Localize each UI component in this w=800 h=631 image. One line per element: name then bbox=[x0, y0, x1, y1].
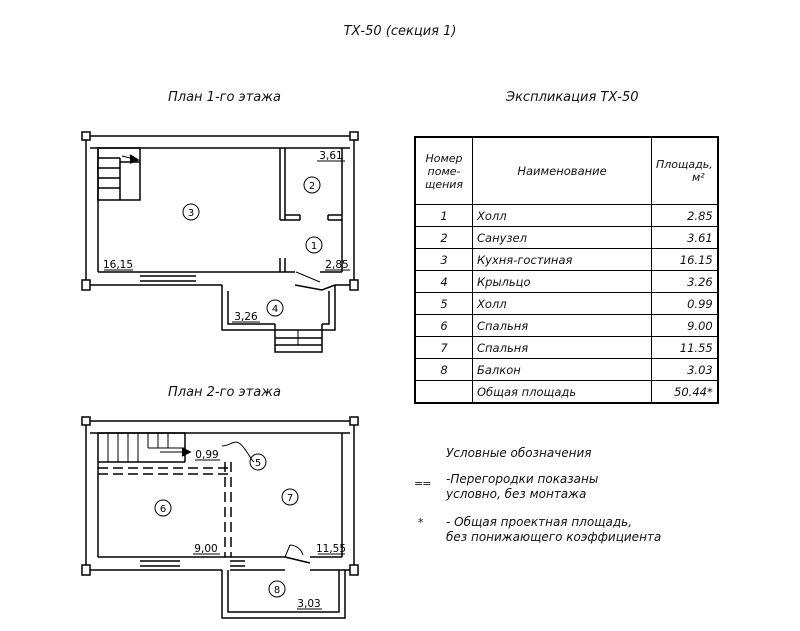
room-7-number: 7 bbox=[287, 493, 293, 504]
row-area: 9.00 bbox=[650, 314, 719, 337]
total-area: 50.44* bbox=[650, 380, 719, 404]
legend-asterisk-symbol: * bbox=[418, 516, 424, 529]
row-num: 1 bbox=[414, 204, 473, 227]
row-name: Спальня bbox=[472, 336, 652, 359]
header-name: Наименование bbox=[472, 136, 652, 205]
plan2-walls bbox=[81, 416, 359, 619]
row-area: 2.85 bbox=[650, 204, 719, 227]
room-2-area: 3,61 bbox=[319, 150, 342, 162]
room-4-circle bbox=[266, 299, 284, 317]
row-num: 2 bbox=[414, 226, 473, 249]
room-2-circle bbox=[303, 176, 321, 194]
room-5-circle bbox=[249, 453, 267, 471]
row-num: 6 bbox=[414, 314, 473, 337]
page-title: ТХ-50 (секция 1) bbox=[343, 24, 457, 39]
row-area: 3.61 bbox=[650, 226, 719, 249]
row-name: Кухня-гостиная bbox=[472, 248, 652, 271]
room-8-number: 8 bbox=[274, 585, 280, 596]
legend-asterisk-text: - Общая проектная площадь, без понижающе… bbox=[446, 515, 662, 544]
plan1-walls bbox=[81, 131, 359, 353]
row-name: Санузел bbox=[472, 226, 652, 249]
row-name: Спальня bbox=[472, 314, 652, 337]
total-label: Общая площадь bbox=[472, 380, 652, 404]
room-3-circle bbox=[182, 203, 200, 221]
room-1-circle bbox=[305, 236, 323, 254]
row-num: 3 bbox=[414, 248, 473, 271]
room-7-circle bbox=[281, 488, 299, 506]
row-name: Балкон bbox=[472, 358, 652, 381]
row-num: 5 bbox=[414, 292, 473, 315]
row-name: Холл bbox=[472, 204, 652, 227]
row-area: 0.99 bbox=[650, 292, 719, 315]
row-area: 3.26 bbox=[650, 270, 719, 293]
row-num: 8 bbox=[414, 358, 473, 381]
total-empty-cell bbox=[414, 380, 473, 404]
room-7-area: 11,55 bbox=[316, 543, 346, 555]
room-8-area: 3,03 bbox=[297, 598, 320, 610]
plan2-title: План 2-го этажа bbox=[168, 385, 281, 400]
room-1-number: 1 bbox=[311, 241, 317, 252]
header-room-number: Номер поме- щения bbox=[414, 136, 473, 205]
row-area: 16.15 bbox=[650, 248, 719, 271]
row-name: Холл bbox=[472, 292, 652, 315]
room-3-area: 16,15 bbox=[103, 259, 133, 271]
room-1-area: 2,85 bbox=[325, 259, 348, 271]
room-6-circle bbox=[154, 499, 172, 517]
room-5-area: 0,99 bbox=[195, 449, 218, 461]
room-4-area: 3,26 bbox=[234, 311, 258, 323]
header-area: Площадь, м² bbox=[650, 136, 719, 205]
row-area: 11.55 bbox=[650, 336, 719, 359]
row-name: Крыльцо bbox=[472, 270, 652, 293]
area-underlines bbox=[104, 160, 350, 610]
row-num: 7 bbox=[414, 336, 473, 359]
room-2-number: 2 bbox=[309, 181, 315, 192]
room-6-number: 6 bbox=[160, 504, 166, 515]
room-4-number: 4 bbox=[272, 304, 278, 315]
explication-table: Номер поме- щения Наименование Площадь, … bbox=[414, 136, 719, 404]
room-5-number: 5 bbox=[255, 458, 261, 469]
plan1-title: План 1-го этажа bbox=[168, 90, 281, 105]
room-3-number: 3 bbox=[188, 208, 194, 219]
legend-partition-text: -Перегородки показаны условно, без монта… bbox=[446, 472, 599, 501]
row-area: 3.03 bbox=[650, 358, 719, 381]
legend-partition-symbol: == bbox=[414, 477, 431, 490]
legend-title: Условные обозначения bbox=[446, 446, 592, 460]
room-6-area: 9,00 bbox=[194, 543, 217, 555]
row-num: 4 bbox=[414, 270, 473, 293]
explication-header-row: Номер поме- щения Наименование Площадь, … bbox=[414, 136, 719, 205]
room-8-circle bbox=[268, 580, 286, 598]
explication-title: Экспликация ТХ-50 bbox=[506, 90, 639, 105]
